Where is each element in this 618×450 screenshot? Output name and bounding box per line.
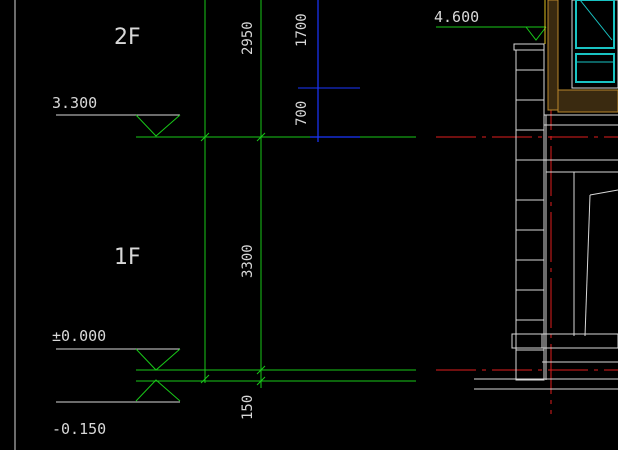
building-facade <box>474 43 618 390</box>
floor-label-1f: 1F <box>114 245 141 270</box>
blue-axis <box>298 0 360 142</box>
svg-text:3.300: 3.300 <box>52 94 97 112</box>
dimension-150: 150 <box>240 395 256 420</box>
window <box>571 0 618 89</box>
dimension-3300: 3300 <box>240 244 256 278</box>
elevation-marker-0000: ±0.000 <box>52 327 181 371</box>
elevation-marker-4600: 4.600 <box>434 8 547 41</box>
elevation-marker-minus150: -0.150 <box>52 379 181 438</box>
svg-text:4.600: 4.600 <box>434 8 479 26</box>
dimension-1700: 1700 <box>294 13 310 47</box>
dimension-2950: 2950 <box>240 21 256 55</box>
dimension-700: 700 <box>294 101 310 126</box>
floor-label-2f: 2F <box>114 25 141 50</box>
svg-text:±0.000: ±0.000 <box>52 327 106 345</box>
svg-text:-0.150: -0.150 <box>52 420 106 438</box>
elevation-marker-3300: 3.300 <box>52 94 181 137</box>
wall-hatch <box>547 0 618 113</box>
